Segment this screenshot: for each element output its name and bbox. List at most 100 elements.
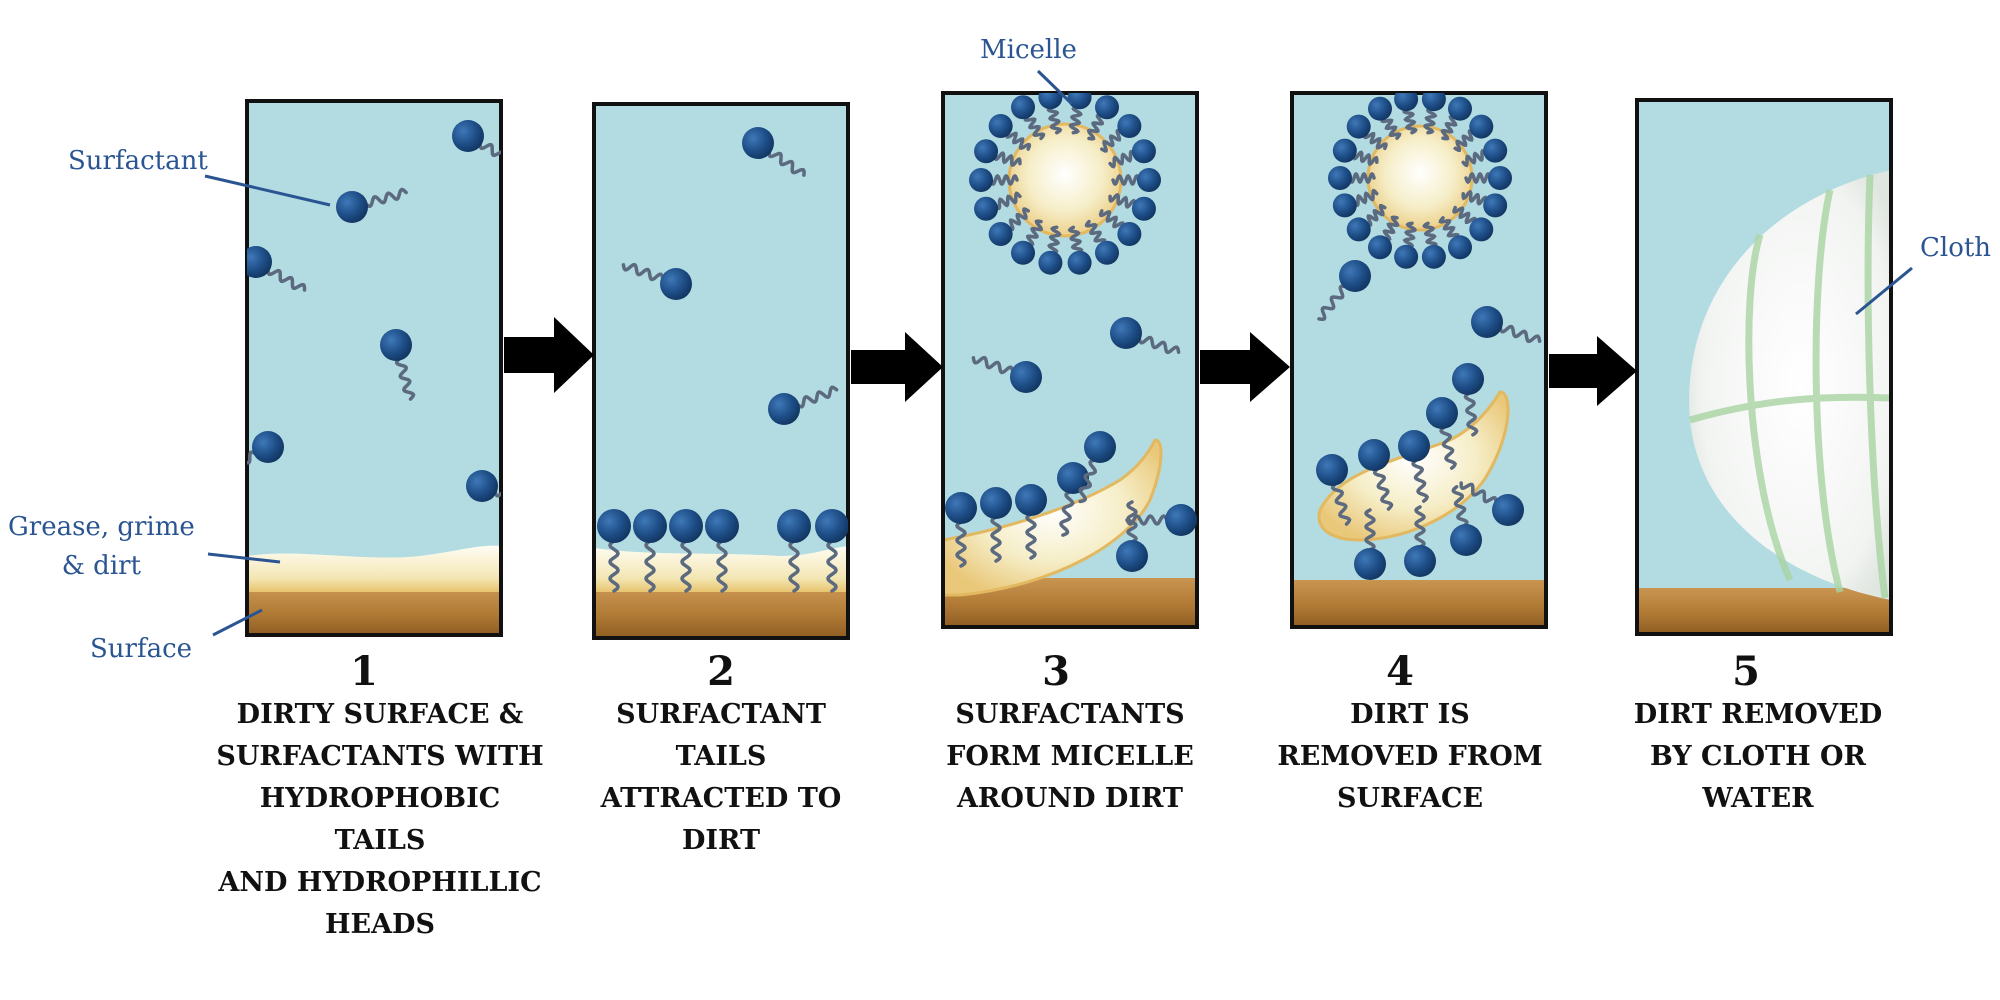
surfactant-molecule: [1108, 192, 1156, 221]
step-caption-5: DIRT REMOVED BY CLOTH OR WATER: [1588, 694, 1928, 820]
caption-4-line-2: REMOVED FROM: [1277, 741, 1543, 772]
surfactant-molecule: [1011, 219, 1044, 265]
step-caption-3: SURFACTANTS FORM MICELLE AROUND DIRT: [900, 694, 1240, 820]
surfactant-molecule: [1394, 221, 1419, 269]
surfactant-molecule: [1015, 484, 1047, 560]
surfactant-molecule: [1404, 505, 1436, 577]
caption-2-line-1: SURFACTANT: [616, 699, 826, 730]
surfactant-molecule: [633, 509, 667, 593]
surfactant-molecule: [247, 431, 284, 465]
surfactant-molecule: [1461, 189, 1508, 218]
surfactant-molecule: [705, 509, 739, 593]
surfactant-molecule: [1358, 439, 1394, 511]
caption-1-line-3: HYDROPHOBIC TAILS: [259, 783, 501, 856]
caption-5-line-2: BY CLOTH OR: [1650, 741, 1866, 772]
caption-3-line-3: AROUND DIRT: [956, 783, 1184, 814]
caption-1-line-1: DIRTY SURFACE &: [236, 699, 524, 730]
caption-4-line-3: SURFACE: [1336, 783, 1484, 814]
surfactant-molecule: [1100, 114, 1142, 153]
surfactant-molecule: [1368, 96, 1402, 140]
caption-4-line-1: DIRT IS: [1350, 699, 1470, 730]
surfactant-molecule: [669, 509, 703, 593]
surfactant-molecule: [974, 139, 1022, 168]
surfactant-molecule: [247, 246, 307, 292]
surfactant-molecule: [466, 470, 501, 502]
step-number-5: 5: [1732, 648, 1760, 695]
leader-lines: [204, 69, 1913, 637]
surfactant-molecule: [1084, 219, 1119, 265]
surfactant-molecule: [980, 487, 1012, 563]
surfactant-molecule: [452, 120, 501, 158]
surfactant-molecule: [1426, 397, 1458, 470]
surfactant-molecule: [1110, 317, 1181, 355]
surfactant-molecule: [1394, 93, 1419, 135]
surfactant-molecule: [971, 355, 1042, 393]
panel-2: [594, 104, 848, 638]
surfactant-molecule: [1011, 95, 1046, 141]
grease-label-line-1: Grease, grime: [8, 512, 195, 542]
surfactant-molecule: [1452, 363, 1484, 437]
surfactant-molecule: [969, 168, 1019, 192]
surfactant-molecule: [1354, 508, 1386, 580]
surfactant-molecule: [1328, 166, 1376, 190]
surfactant-molecule: [336, 187, 408, 223]
surfactant-molecule: [815, 509, 848, 593]
arrow-3-to-4: [1200, 332, 1290, 402]
surfactant-molecule: [1111, 168, 1161, 192]
caption-1-line-4: AND HYDROPHILLIC: [218, 867, 542, 898]
caption-2-line-3: ATTRACTED TO: [600, 783, 842, 814]
surfactant-molecule: [777, 509, 811, 593]
surfactant-molecule: [1440, 96, 1472, 141]
surface-label: Surface: [90, 634, 193, 664]
surfactant-molecule: [1452, 205, 1494, 242]
surfactant-molecule: [621, 262, 692, 300]
caption-1-line-2: SURFACTANTS WITH: [216, 741, 544, 772]
surfactant-molecule: [1038, 93, 1063, 135]
micelle-label: Micelle: [980, 35, 1077, 65]
surfactant-molecule: [1461, 138, 1508, 168]
step-number-4: 4: [1386, 648, 1414, 695]
step-caption-1: DIRTY SURFACE & SURFACTANTS WITH HYDROPH…: [210, 694, 550, 946]
surfactant-molecule: [1421, 221, 1446, 269]
surfactant-molecule: [742, 127, 806, 177]
step-caption-2: SURFACTANT TAILS ATTRACTED TO DIRT: [551, 694, 891, 862]
surfactant-molecule: [1398, 430, 1430, 503]
arrow-2-to-3: [851, 332, 943, 402]
surfactant-molecule: [1450, 485, 1482, 556]
caption-2-line-4: DIRT: [681, 825, 761, 856]
surfactant-molecule: [1086, 95, 1119, 141]
surfactant-molecule: [1459, 481, 1524, 526]
surfactant-molecule: [1098, 209, 1142, 246]
surfactant-molecule: [974, 191, 1022, 221]
surfactant-molecule: [597, 509, 631, 593]
caption-2-line-2: TAILS: [675, 741, 767, 772]
surfactant-molecule: [1368, 215, 1400, 260]
surfactant-molecule: [945, 492, 977, 568]
surfactant-molecule: [1038, 225, 1063, 275]
surfactant-molecule: [1316, 454, 1352, 526]
surfactant-molecule: [1125, 504, 1197, 536]
surfactant-molecule: [1317, 260, 1371, 322]
step-number-1: 1: [350, 648, 378, 695]
surfactant-molecules: [247, 93, 1542, 593]
surfactant-molecule: [988, 114, 1032, 151]
caption-1-line-5: HEADS: [325, 909, 435, 940]
step-number-3: 3: [1042, 648, 1070, 695]
cloth-label: Cloth: [1920, 233, 1992, 263]
surfactant-molecule: [1421, 93, 1446, 135]
step-number-2: 2: [707, 648, 735, 695]
surfactant-molecule: [768, 385, 839, 425]
surfactant-molecule: [380, 329, 416, 401]
surfactant-molecule: [1453, 114, 1494, 152]
surfactant-molecule: [1057, 462, 1089, 537]
caption-5-line-1: DIRT REMOVED: [1633, 699, 1883, 730]
caption-3-line-1: SURFACTANTS: [955, 699, 1185, 730]
arrow-4-to-5: [1549, 336, 1637, 406]
surfactant-molecule: [1078, 431, 1116, 504]
surfactant-molecule: [1464, 166, 1512, 190]
surfactant-molecule: [1067, 225, 1092, 275]
panel-5: [1637, 100, 1891, 634]
caption-3-line-2: FORM MICELLE: [946, 741, 1194, 772]
surfactant-molecule: [1067, 93, 1092, 135]
